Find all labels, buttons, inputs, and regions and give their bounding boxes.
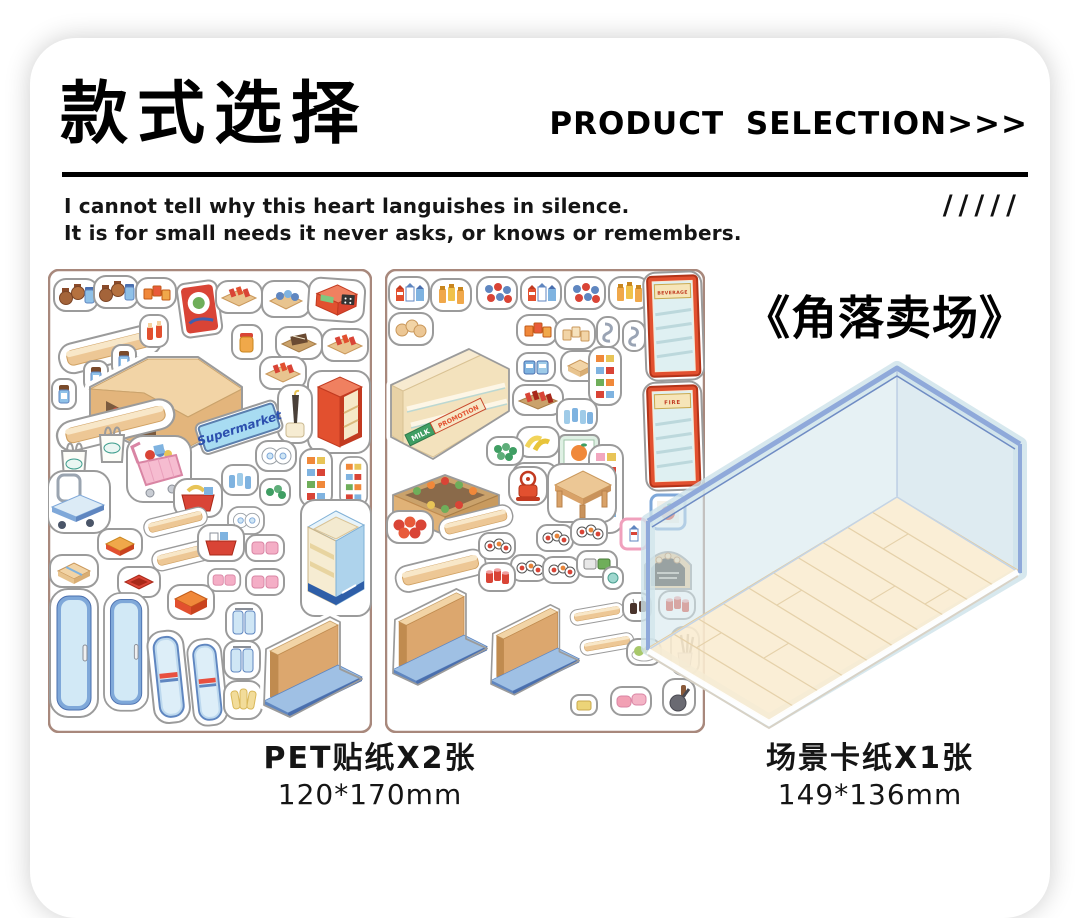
scene-top-trim-inner — [651, 375, 1016, 528]
scene-floor-edge — [646, 569, 1020, 727]
scene-floor-planks — [671, 511, 994, 707]
sticker-product-strip — [339, 456, 369, 508]
sticker-orange-bin — [167, 584, 215, 620]
scene-caption-line2: 149*136mm — [777, 778, 963, 811]
page-subtitle-en: PRODUCT SELECTION>>> — [549, 106, 1028, 142]
sticker-small-cup — [602, 566, 624, 590]
sticker-pink-soaps — [610, 686, 652, 716]
sticker-shelf-tray — [215, 280, 263, 314]
sticker-pudding-cups — [554, 318, 596, 350]
sticker-glass-door — [103, 592, 150, 712]
sticker-hook — [622, 320, 646, 352]
sticker-red-scale — [508, 466, 548, 506]
sticker-juice-bottles — [430, 278, 472, 312]
sticker-sushi-cups — [510, 554, 548, 582]
sticker-orange-box — [97, 528, 143, 560]
title-divider — [62, 172, 1028, 177]
sticker-jar — [51, 378, 77, 410]
sticker-sushi-cups — [536, 524, 574, 552]
sticker-sushi-cups — [478, 532, 516, 560]
sticker-water-bottles — [221, 464, 259, 496]
sticker-canned-drinks — [476, 276, 518, 310]
sticker-butter-pack — [570, 694, 598, 716]
sticker-red-cooler — [307, 370, 371, 454]
sticker-jam-jars — [93, 275, 139, 309]
scene-floor-edge-shadow — [647, 575, 1019, 730]
sticker-hanging-packs — [225, 602, 263, 642]
sticker-chocolate-tray — [275, 326, 323, 360]
quote-line-1: I cannot tell why this heart languishes … — [64, 194, 630, 218]
scene-card-image — [641, 361, 1027, 730]
sticker-green-bottles — [486, 436, 524, 466]
sticker-meat-trays — [245, 534, 285, 562]
decorative-slashes: ///// — [942, 190, 1022, 221]
page-title: 款式选择 — [60, 75, 369, 154]
sticker-canned-drinks — [564, 276, 606, 310]
sticker-cash-register — [306, 276, 367, 323]
sticker-open-freezer — [300, 499, 372, 617]
sticker-sheet-1-image: Supermarket — [48, 269, 372, 733]
sticker-paper-rolls — [255, 440, 297, 472]
sticker-caption-line1: PET贴纸X2张 — [263, 741, 477, 776]
sticker-red-shelf-strip — [512, 384, 564, 416]
sticker-glass-door — [49, 588, 99, 718]
sticker-hook — [596, 316, 620, 348]
quote-line-2: It is for small needs it never asks, or … — [64, 221, 742, 245]
sticker-milk-shelf: MILK PROMOTION — [386, 344, 514, 464]
sticker-snack-cups — [516, 314, 558, 346]
sticker-green-bottles — [259, 478, 291, 506]
sticker-hanging-packs — [223, 640, 261, 680]
sticker-pan — [662, 678, 696, 716]
sticker-fire-cabinet: FIRE — [641, 379, 705, 493]
sticker-blue-packs — [516, 352, 556, 382]
sticker-carton-box — [49, 554, 99, 588]
sticker-supermarket-sign: Supermarket — [194, 399, 285, 455]
sticker-umbrella-stand — [277, 384, 313, 444]
scene-top-trim — [646, 365, 1022, 524]
sticker-tomatoes — [386, 510, 434, 544]
sticker-bread-rolls — [388, 312, 434, 346]
sticker-red-bottles — [139, 314, 169, 348]
sticker-milk-cartons — [520, 276, 562, 310]
sticker-meat-trays — [245, 568, 285, 596]
sticker-caption-line2: 120*170mm — [277, 778, 463, 811]
scene-wall-base-line — [647, 496, 1021, 651]
sticker-platform-trolley — [48, 470, 111, 534]
fire-cabinet-label: FIRE — [664, 400, 681, 407]
sticker-box-of-cans — [261, 280, 311, 318]
scene-caption-line1: 场景卡纸X1张 — [765, 741, 974, 776]
sticker-jam — [231, 324, 263, 360]
sticker-stocked-basket — [197, 524, 245, 562]
sticker-red-cans — [478, 562, 516, 592]
sticker-shelf-tray — [321, 328, 369, 362]
beverage-cabinet-label: BEVERAGE — [657, 290, 688, 297]
sticker-poster — [176, 279, 224, 339]
scene-card-caption: 场景卡纸X1张 149*136mm — [680, 740, 1060, 812]
sticker-milk-cartons — [388, 276, 430, 310]
sticker-sheets-caption: PET贴纸X2张 120*170mm — [170, 740, 570, 812]
sticker-meat-trays — [207, 568, 242, 592]
quote-text: I cannot tell why this heart languishes … — [64, 193, 742, 247]
scene-card-title: 《角落卖场》 — [744, 291, 1026, 345]
sticker-snack-cups — [135, 277, 177, 309]
sticker-beverage-cabinet: BEVERAGE — [641, 269, 705, 383]
sticker-sushi-cups — [542, 556, 580, 584]
sticker-product-strip — [299, 448, 333, 508]
sticker-snack-pack — [223, 680, 263, 720]
sticker-jam-jars — [53, 278, 99, 312]
sticker-water-bottles — [556, 398, 598, 432]
